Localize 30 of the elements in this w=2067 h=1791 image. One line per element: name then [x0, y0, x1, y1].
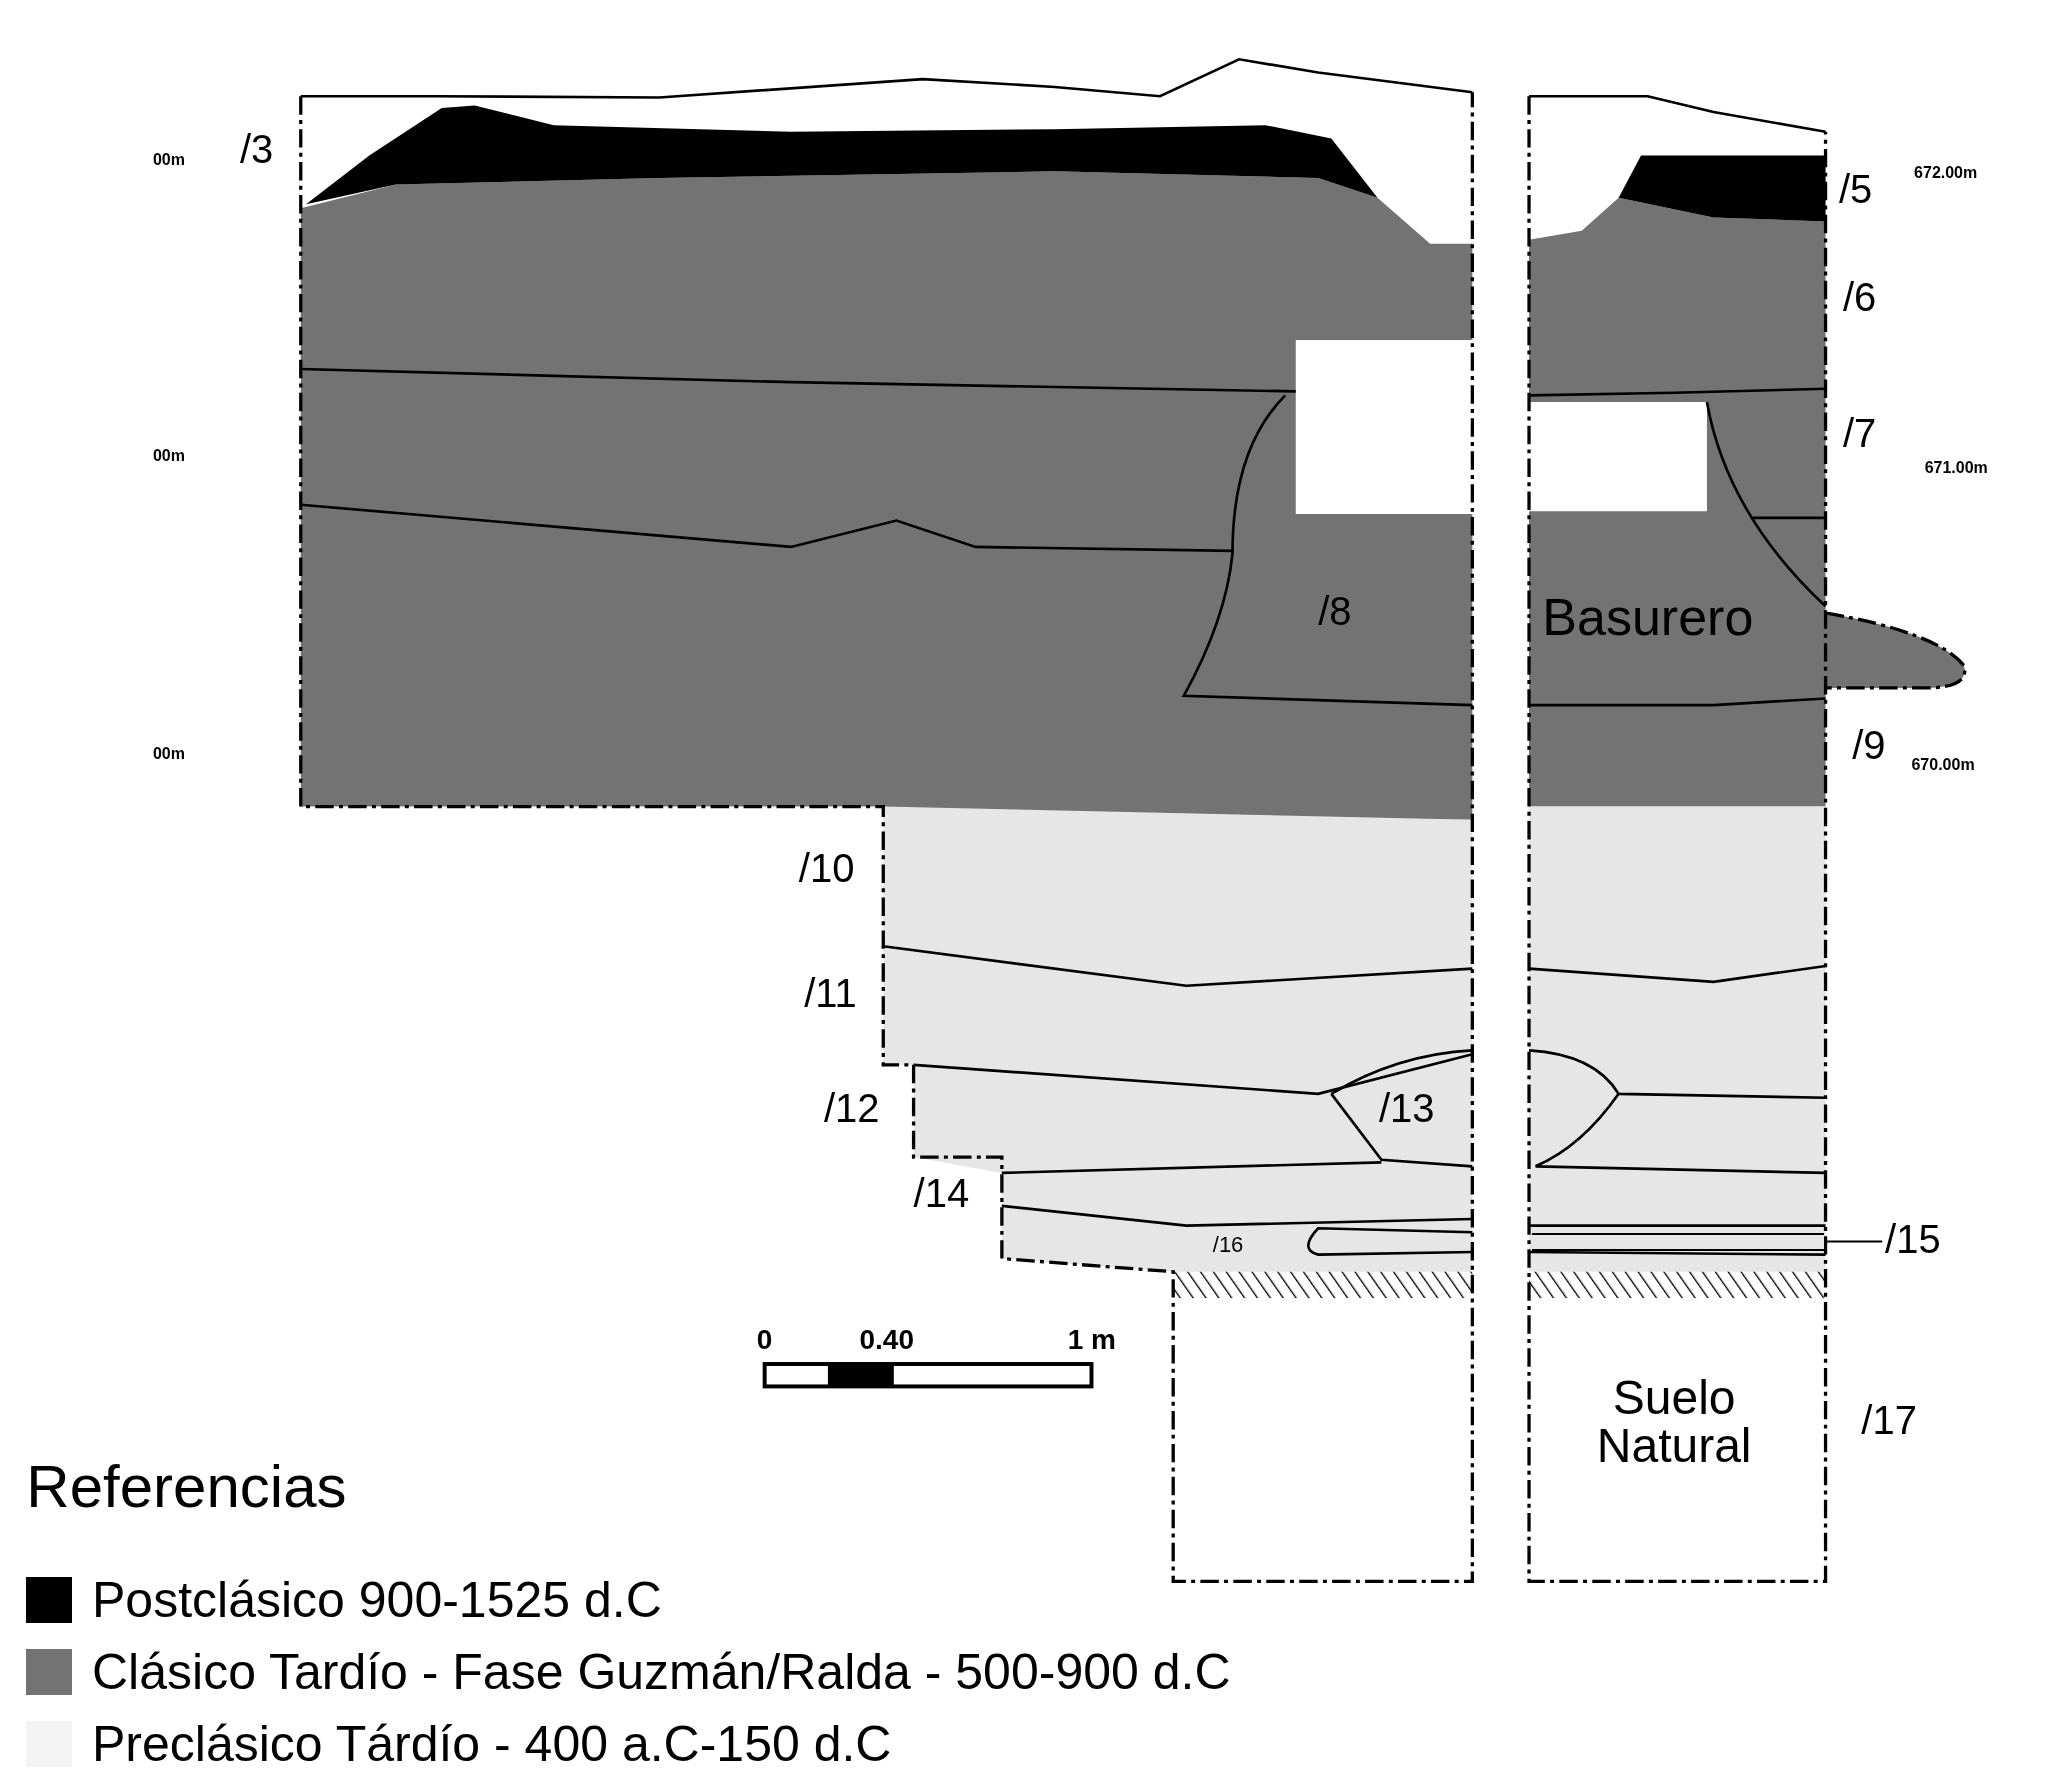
legend-text: Preclásico Tárdío - 400 a.C-150 d.C	[92, 1719, 892, 1769]
feature-label: Suelo Natural	[1595, 1373, 1753, 1470]
scale-label: 0.40	[859, 1326, 914, 1355]
legend-text: Clásico Tardío - Fase Guzmán/Ralda - 500-900 d.C	[92, 1647, 1231, 1697]
layer-number: /8	[1318, 590, 1352, 631]
elevation-label: 672.00m	[1914, 164, 1978, 181]
layer-number: /10	[798, 847, 855, 888]
layer-number: /5	[1838, 168, 1873, 209]
layer-number: /6	[1842, 276, 1877, 317]
layer-number: /17	[1861, 1399, 1917, 1440]
scale-label: 0	[756, 1326, 773, 1355]
feature-label: Basurero	[1542, 590, 1754, 643]
layer-number: /13	[1378, 1087, 1435, 1128]
leader-line	[1824, 1240, 1884, 1243]
layer-number: /7	[1842, 412, 1877, 453]
layer-number: /16	[1212, 1233, 1244, 1256]
layer-number: /3	[239, 129, 274, 170]
layer-number: /11	[804, 972, 857, 1013]
elevation-label: 00m	[152, 151, 185, 168]
scale-label: 1 m	[1067, 1326, 1116, 1355]
elevation-label: 671.00m	[1924, 460, 1988, 477]
layer-number: /14	[913, 1173, 970, 1214]
elevation-label: 00m	[152, 448, 185, 465]
layer-number: /15	[1885, 1219, 1978, 1273]
elevation-label: 00m	[152, 746, 185, 763]
legend-text: Postclásico 900-1525 d.C	[92, 1575, 662, 1625]
elevation-label: 670.00m	[1911, 756, 1975, 773]
layer-number: /12	[823, 1087, 880, 1128]
layer-number: /9	[1852, 725, 1886, 766]
legend-title: Referencias	[26, 1456, 347, 1517]
